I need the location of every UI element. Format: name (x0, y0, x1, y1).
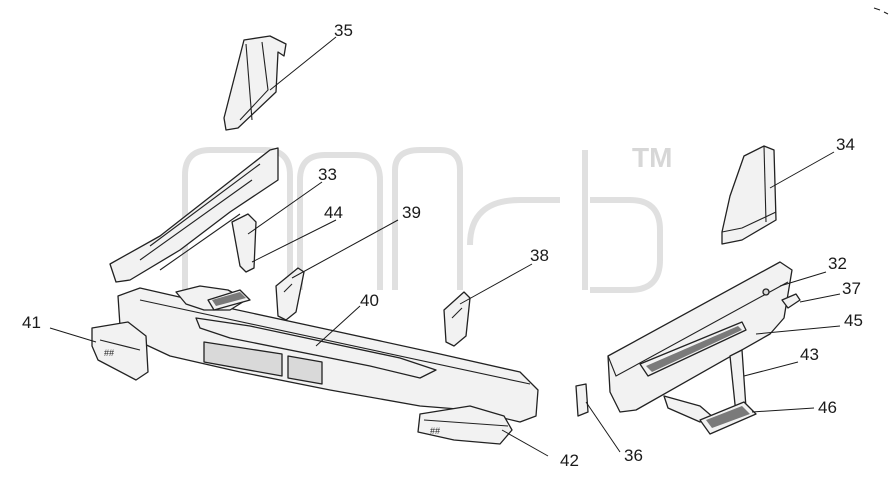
callout-35: 35 (334, 21, 353, 40)
callout-32: 32 (828, 254, 847, 273)
callout-42: 42 (560, 451, 579, 470)
part-41-lamp: ## (91, 321, 149, 381)
left-step (207, 289, 251, 311)
part-46-lower-step (699, 401, 757, 435)
callout-38: 38 (530, 246, 549, 265)
callout-45: 45 (844, 311, 863, 330)
callout-37: 37 (842, 279, 861, 298)
callout-36: 36 (624, 446, 643, 465)
callout-labels: 35 34 33 44 39 38 32 37 45 40 41 43 46 3… (22, 21, 863, 470)
watermark-trademark: TM (632, 142, 672, 173)
part-37-clip (781, 293, 801, 309)
callout-46: 46 (818, 398, 837, 417)
part-35-bracket (223, 35, 287, 131)
part-36-plate (575, 383, 589, 417)
lamp-mark-icon: ## (104, 348, 114, 358)
callout-44: 44 (324, 203, 343, 222)
callout-34: 34 (836, 135, 855, 154)
lamp-mark-icon: ## (430, 426, 440, 436)
callout-40: 40 (360, 291, 379, 310)
callout-33: 33 (318, 165, 337, 184)
part-40-bumper (117, 285, 539, 423)
callout-39: 39 (402, 203, 421, 222)
leader-lines (49, 36, 841, 457)
part-34-cover (721, 145, 777, 245)
part-43-step-arm (663, 349, 747, 423)
watermark-logo: TM (182, 142, 672, 293)
callout-43: 43 (800, 345, 819, 364)
corner-mark (873, 7, 889, 15)
part-39-bracket (275, 267, 305, 321)
part-32-step-housing (607, 261, 793, 413)
part-38-bracket (443, 291, 471, 347)
part-33-frame (109, 147, 279, 283)
part-42-lamp: ## (417, 405, 513, 445)
callout-41: 41 (22, 313, 41, 332)
